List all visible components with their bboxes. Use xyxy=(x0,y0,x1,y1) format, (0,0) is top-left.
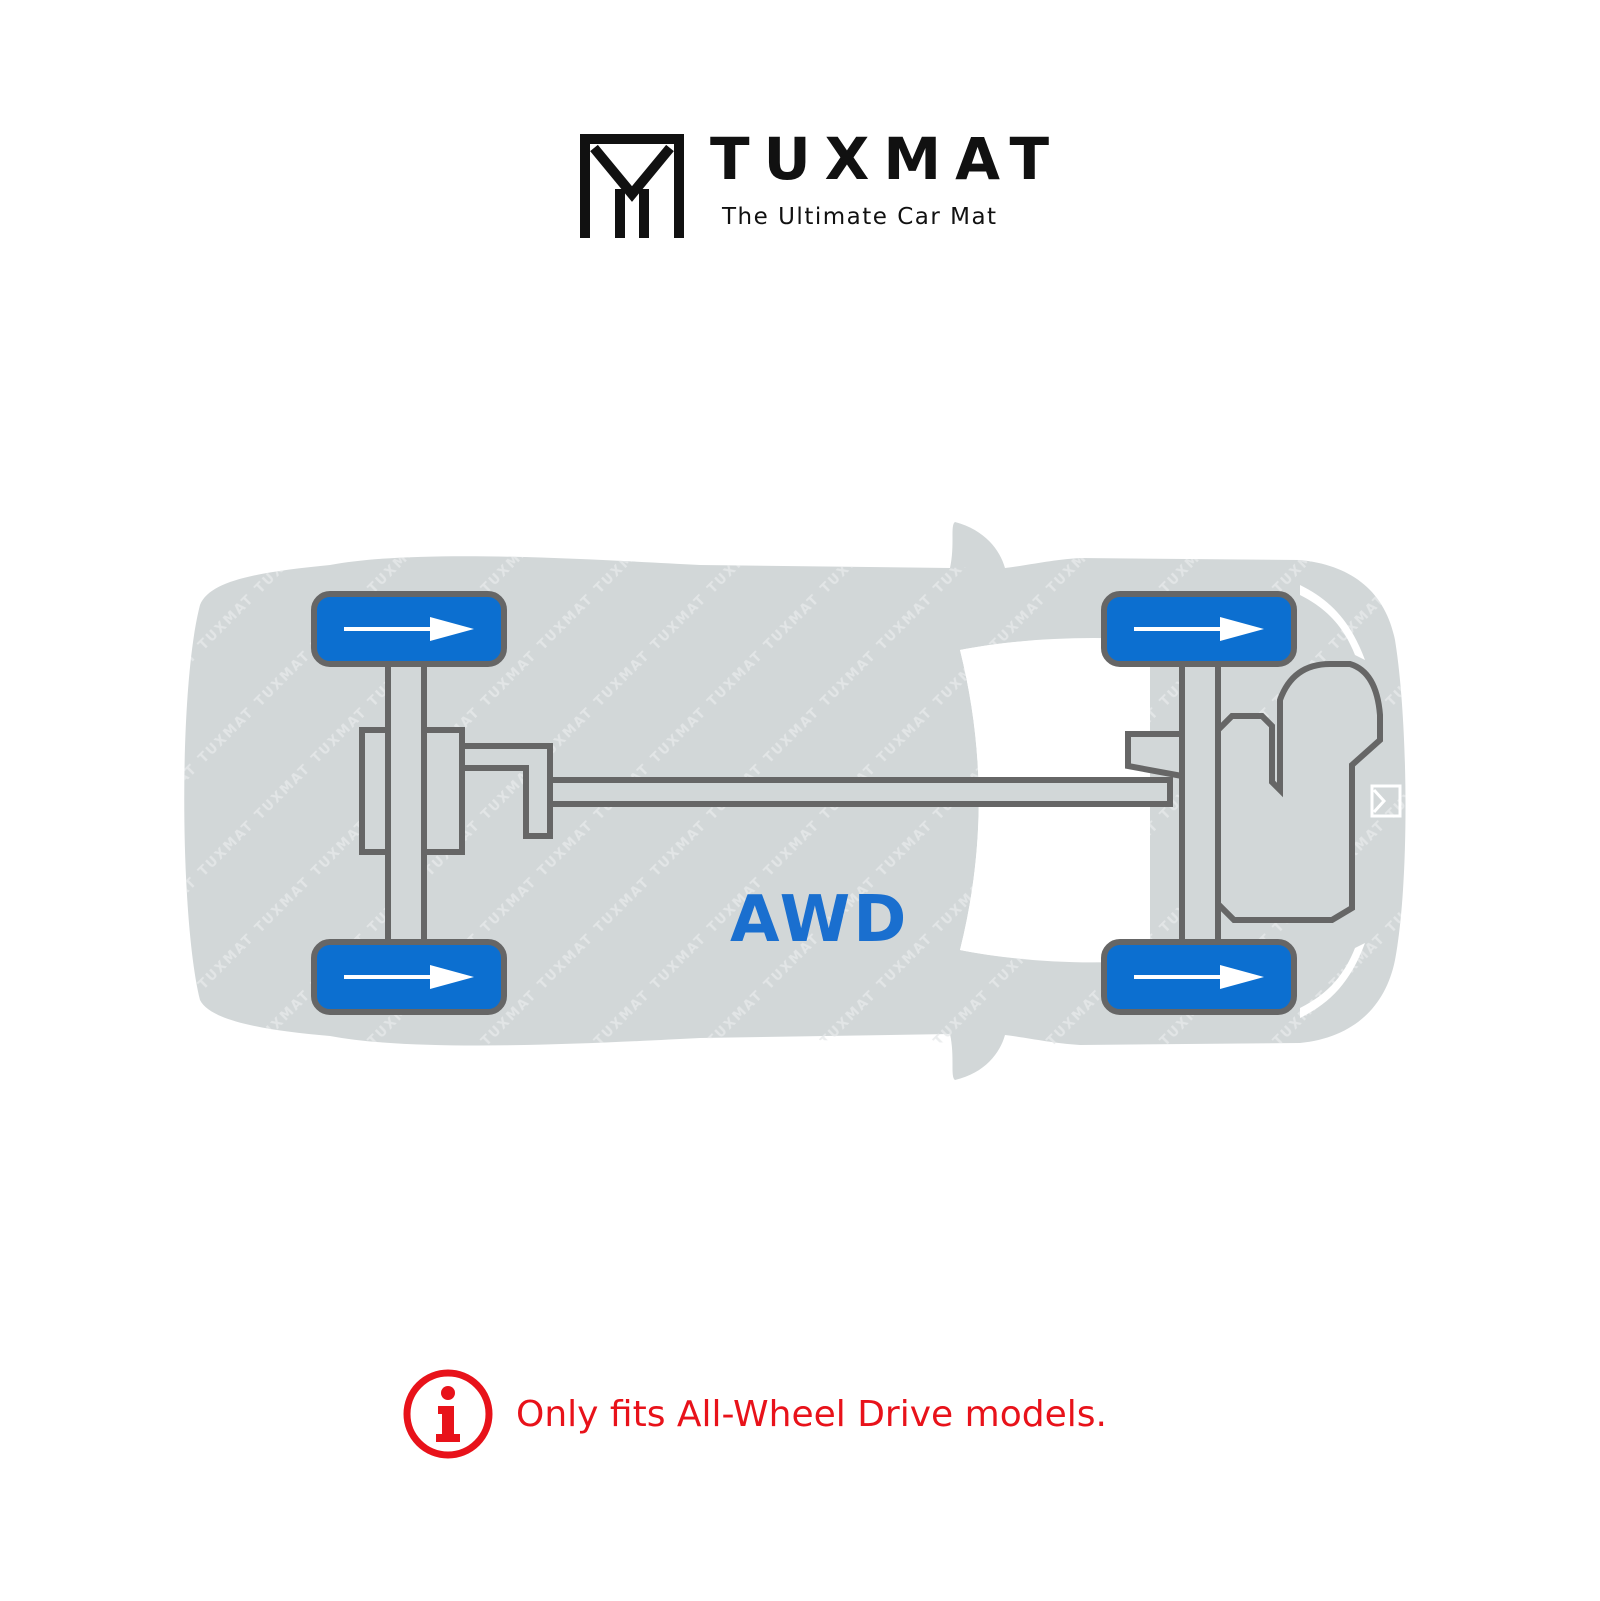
wheel-front-right xyxy=(1101,939,1297,1015)
front-badge-icon xyxy=(1370,784,1402,818)
wheel-rear-left xyxy=(311,591,507,667)
brand-logo: TUXMAT The Ultimate Car Mat xyxy=(580,130,1049,238)
fitment-notice: Only fits All-Wheel Drive models. xyxy=(402,1368,1107,1460)
info-icon xyxy=(403,1369,493,1459)
brand-name: TUXMAT xyxy=(710,125,1064,193)
drive-type-label: AWD xyxy=(730,883,910,957)
brand-tagline: The Ultimate Car Mat xyxy=(722,204,998,230)
wheel-rear-right xyxy=(311,939,507,1015)
notice-text: Only fits All-Wheel Drive models. xyxy=(516,1393,1107,1435)
tuxmat-monogram-icon xyxy=(580,134,684,238)
wheel-front-left xyxy=(1101,591,1297,667)
